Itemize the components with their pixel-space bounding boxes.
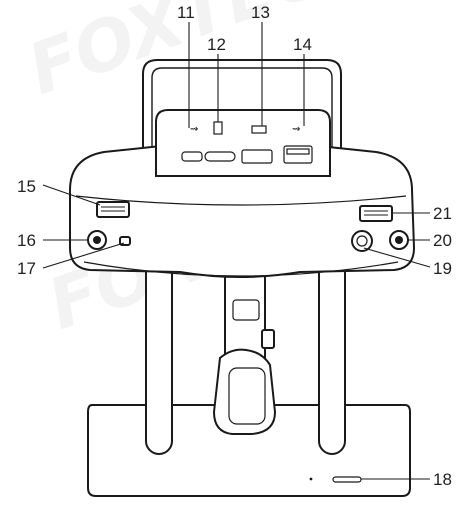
callout-17: 17 bbox=[17, 259, 36, 278]
callout-21: 21 bbox=[433, 204, 452, 223]
leader-19 bbox=[363, 247, 431, 268]
usb-a-port-tongue bbox=[286, 148, 310, 155]
usb-icon: ⇝ bbox=[190, 124, 198, 135]
callout-19: 19 bbox=[433, 259, 452, 278]
sd-card-slot[interactable] bbox=[204, 151, 236, 162]
body-lower-seam bbox=[83, 261, 399, 277]
base-indicator-dot bbox=[309, 477, 313, 481]
callout-12: 12 bbox=[207, 35, 226, 54]
usb-c-port[interactable] bbox=[181, 151, 203, 162]
callout-16: 16 bbox=[17, 231, 36, 250]
hdmi-port[interactable] bbox=[241, 149, 273, 164]
port-panel bbox=[155, 109, 331, 177]
shutter-button-center bbox=[395, 236, 403, 244]
custom-button-c1[interactable] bbox=[351, 230, 373, 252]
body-seam bbox=[75, 195, 407, 206]
callout-13: 13 bbox=[251, 3, 270, 22]
record-button-center bbox=[93, 236, 101, 244]
hdmi-icon bbox=[251, 125, 267, 134]
carry-handle-inner bbox=[151, 67, 333, 158]
carry-handle bbox=[142, 59, 342, 158]
right-dial[interactable] bbox=[359, 205, 393, 222]
clamp-knob bbox=[261, 329, 275, 349]
left-dial[interactable] bbox=[96, 201, 130, 218]
leader-17 bbox=[42, 242, 125, 269]
phone-clamp bbox=[212, 348, 277, 435]
clamp-inner bbox=[228, 367, 266, 425]
callout-14: 14 bbox=[293, 35, 312, 54]
callout-20: 20 bbox=[433, 231, 452, 250]
neck-hinge bbox=[232, 299, 260, 321]
usb-a-port[interactable] bbox=[283, 145, 313, 164]
usb-icon: ⇝ bbox=[292, 124, 300, 135]
leader-15 bbox=[42, 184, 101, 206]
callout-11: 11 bbox=[177, 3, 195, 22]
custom-button-c1-ring bbox=[356, 235, 368, 247]
callout-18: 18 bbox=[433, 470, 452, 489]
callout-15: 15 bbox=[17, 177, 36, 196]
